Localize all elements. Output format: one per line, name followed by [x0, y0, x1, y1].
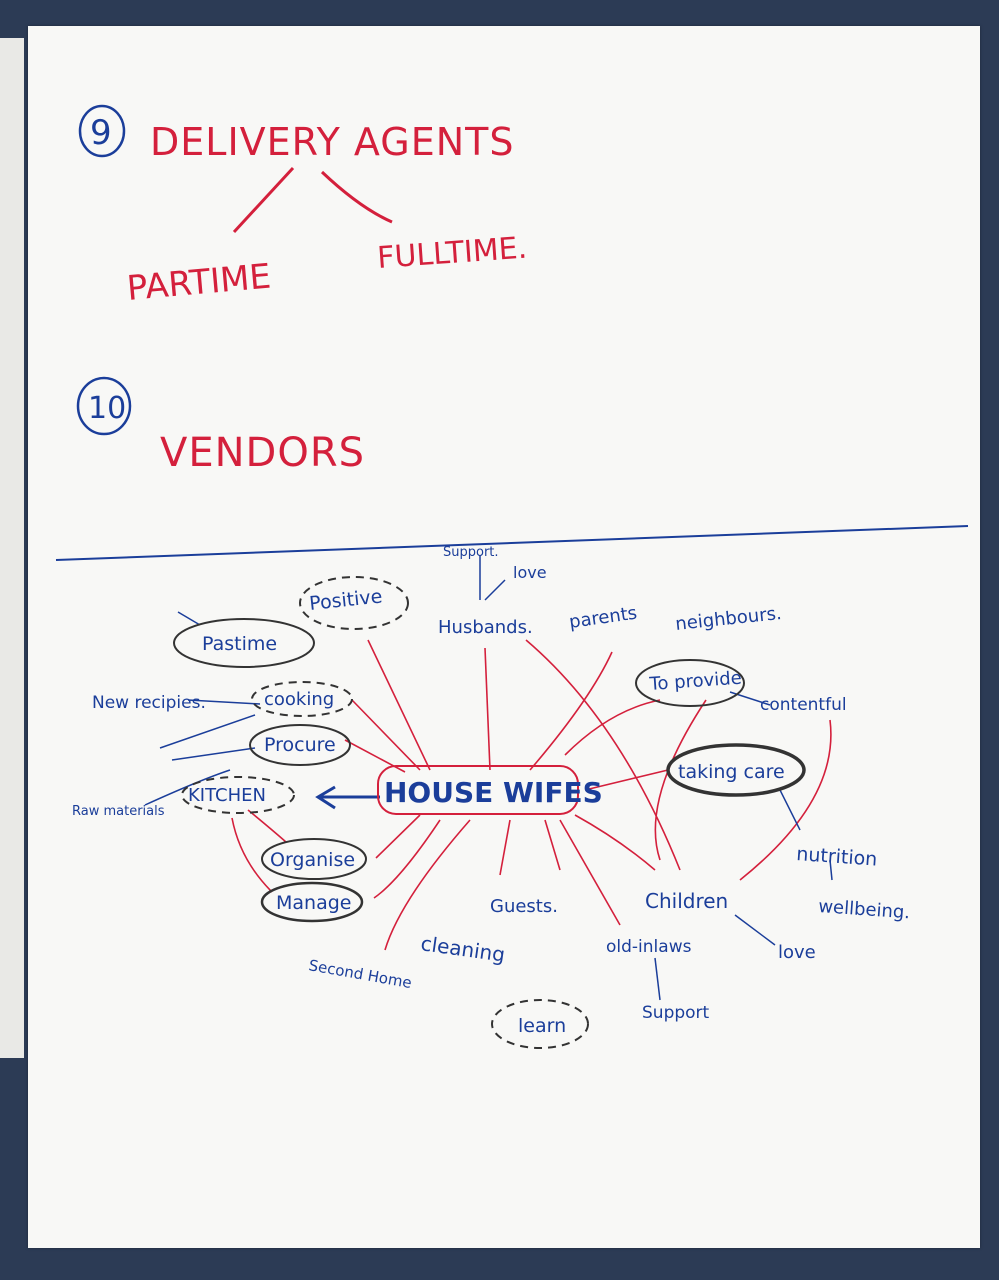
adjacent-sheet-edge — [0, 38, 24, 1058]
node-neighbours: neighbours. — [674, 603, 782, 635]
node-new-recipies: New recipies. — [92, 693, 206, 713]
node-taking-care: taking care — [678, 761, 785, 783]
blue-connectors — [144, 555, 833, 1001]
node-love-top: love — [513, 563, 547, 582]
number-10: 10 — [88, 391, 126, 426]
node-wellbeing: wellbeing. — [818, 896, 911, 923]
node-procure: Procure — [264, 734, 336, 756]
node-second-home: Second Home — [307, 956, 413, 992]
node-support-top: Support. — [443, 545, 499, 560]
node-raw-materials: Raw materials — [72, 804, 165, 819]
flipchart-paper — [28, 26, 980, 1248]
center-node-outline — [377, 765, 579, 815]
node-husbands: Husbands. — [438, 617, 533, 638]
node-learn: learn — [518, 1015, 566, 1037]
node-children: Children — [645, 889, 728, 913]
node-organise: Organise — [270, 849, 355, 871]
node-support-bottom: Support — [642, 1003, 710, 1023]
delivery-agents-title: DELIVERY AGENTS — [150, 120, 514, 164]
fulltime-label: FULLTIME. — [376, 231, 528, 276]
number-9: 9 — [90, 113, 112, 153]
node-old-inlaws: old-inlaws — [606, 937, 692, 957]
section-divider — [55, 525, 969, 561]
node-contentful: contentful — [760, 695, 847, 715]
vendors-title: VENDORS — [160, 430, 365, 476]
node-kitchen: KITCHEN — [188, 785, 266, 806]
node-manage: Manage — [276, 892, 351, 914]
node-to-provide: To provide — [648, 668, 743, 695]
node-parents: parents — [568, 603, 639, 633]
node-pastime: Pastime — [202, 633, 277, 655]
number-9-circle — [78, 104, 126, 158]
branch-line-right — [320, 170, 393, 224]
node-cleaning: cleaning — [419, 931, 506, 967]
mindmap-connectors — [231, 639, 832, 951]
node-love-bottom: love — [778, 942, 816, 963]
number-10-circle — [76, 376, 132, 436]
partime-label: PARTIME — [125, 257, 272, 309]
node-nutrition: nutrition — [796, 843, 878, 871]
center-node-label: HOUSE WIFES — [384, 776, 603, 809]
node-cooking: cooking — [264, 689, 334, 710]
branch-line-left — [232, 166, 295, 234]
node-positive: Positive — [308, 585, 383, 615]
node-guests: Guests. — [490, 896, 558, 917]
node-ellipses — [173, 576, 806, 1049]
arrow-to-kitchen — [315, 785, 380, 810]
